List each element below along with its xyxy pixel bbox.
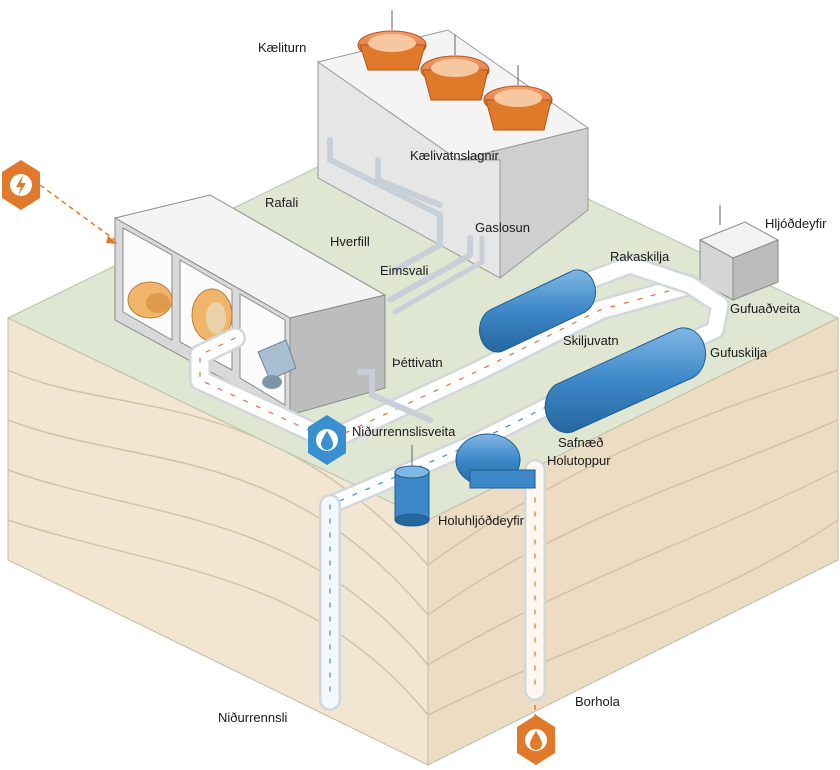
label-condensate: Þéttivatn bbox=[392, 355, 443, 370]
fan-icon bbox=[483, 65, 553, 131]
label-gas-extraction: Gaslosun bbox=[475, 220, 530, 235]
turbine-hall bbox=[113, 194, 387, 416]
label-condenser: Eimsvali bbox=[380, 263, 429, 278]
label-well-silencer: Holuhljóðdeyfir bbox=[438, 513, 524, 528]
label-silencer: Hljóðdeyfir bbox=[765, 216, 827, 231]
label-steam-supply: Gufuaðveita bbox=[730, 301, 801, 316]
label-reinjection-supply: Niðurrennslisveita bbox=[352, 424, 456, 439]
wellhead-dome bbox=[455, 433, 536, 489]
label-wellhead: Holutoppur bbox=[547, 453, 611, 468]
label-generator: Rafali bbox=[265, 195, 299, 210]
condenser-shape bbox=[257, 339, 297, 389]
water-drop-icon bbox=[517, 715, 555, 765]
steam-separator-tank bbox=[544, 327, 706, 434]
generator-shape bbox=[127, 281, 173, 319]
cooling-water-pipes bbox=[327, 137, 473, 303]
lightning-icon bbox=[2, 160, 40, 210]
label-separated-water: Skiljuvatn bbox=[563, 333, 619, 348]
fan-icon bbox=[420, 35, 490, 101]
water-drop-icon bbox=[308, 415, 346, 465]
fan-icon bbox=[357, 10, 427, 71]
power-output-arrow bbox=[39, 184, 118, 244]
label-steam-separator: Gufuskilja bbox=[710, 345, 768, 360]
label-moisture-separator: Rakaskilja bbox=[610, 249, 670, 264]
silencer-box bbox=[698, 205, 780, 301]
label-cooling-tower: Kæliturn bbox=[258, 40, 307, 55]
gas-extraction-pipe bbox=[392, 235, 485, 315]
earth-strata-lines bbox=[7, 369, 839, 716]
label-cooling-water-pipes: Kælivatnslagnir bbox=[410, 148, 499, 163]
label-borehole: Borhola bbox=[575, 694, 620, 709]
label-reinjection: Niðurrennsli bbox=[218, 710, 288, 725]
condensate-pipe bbox=[357, 369, 433, 423]
moisture-separator-tank bbox=[479, 269, 596, 353]
cooling-fans bbox=[357, 10, 553, 131]
turbine-shape bbox=[191, 288, 233, 342]
label-collector: Safnæð bbox=[558, 435, 604, 450]
label-turbine: Hverfill bbox=[330, 234, 370, 249]
well-silencer-tank bbox=[394, 445, 430, 527]
